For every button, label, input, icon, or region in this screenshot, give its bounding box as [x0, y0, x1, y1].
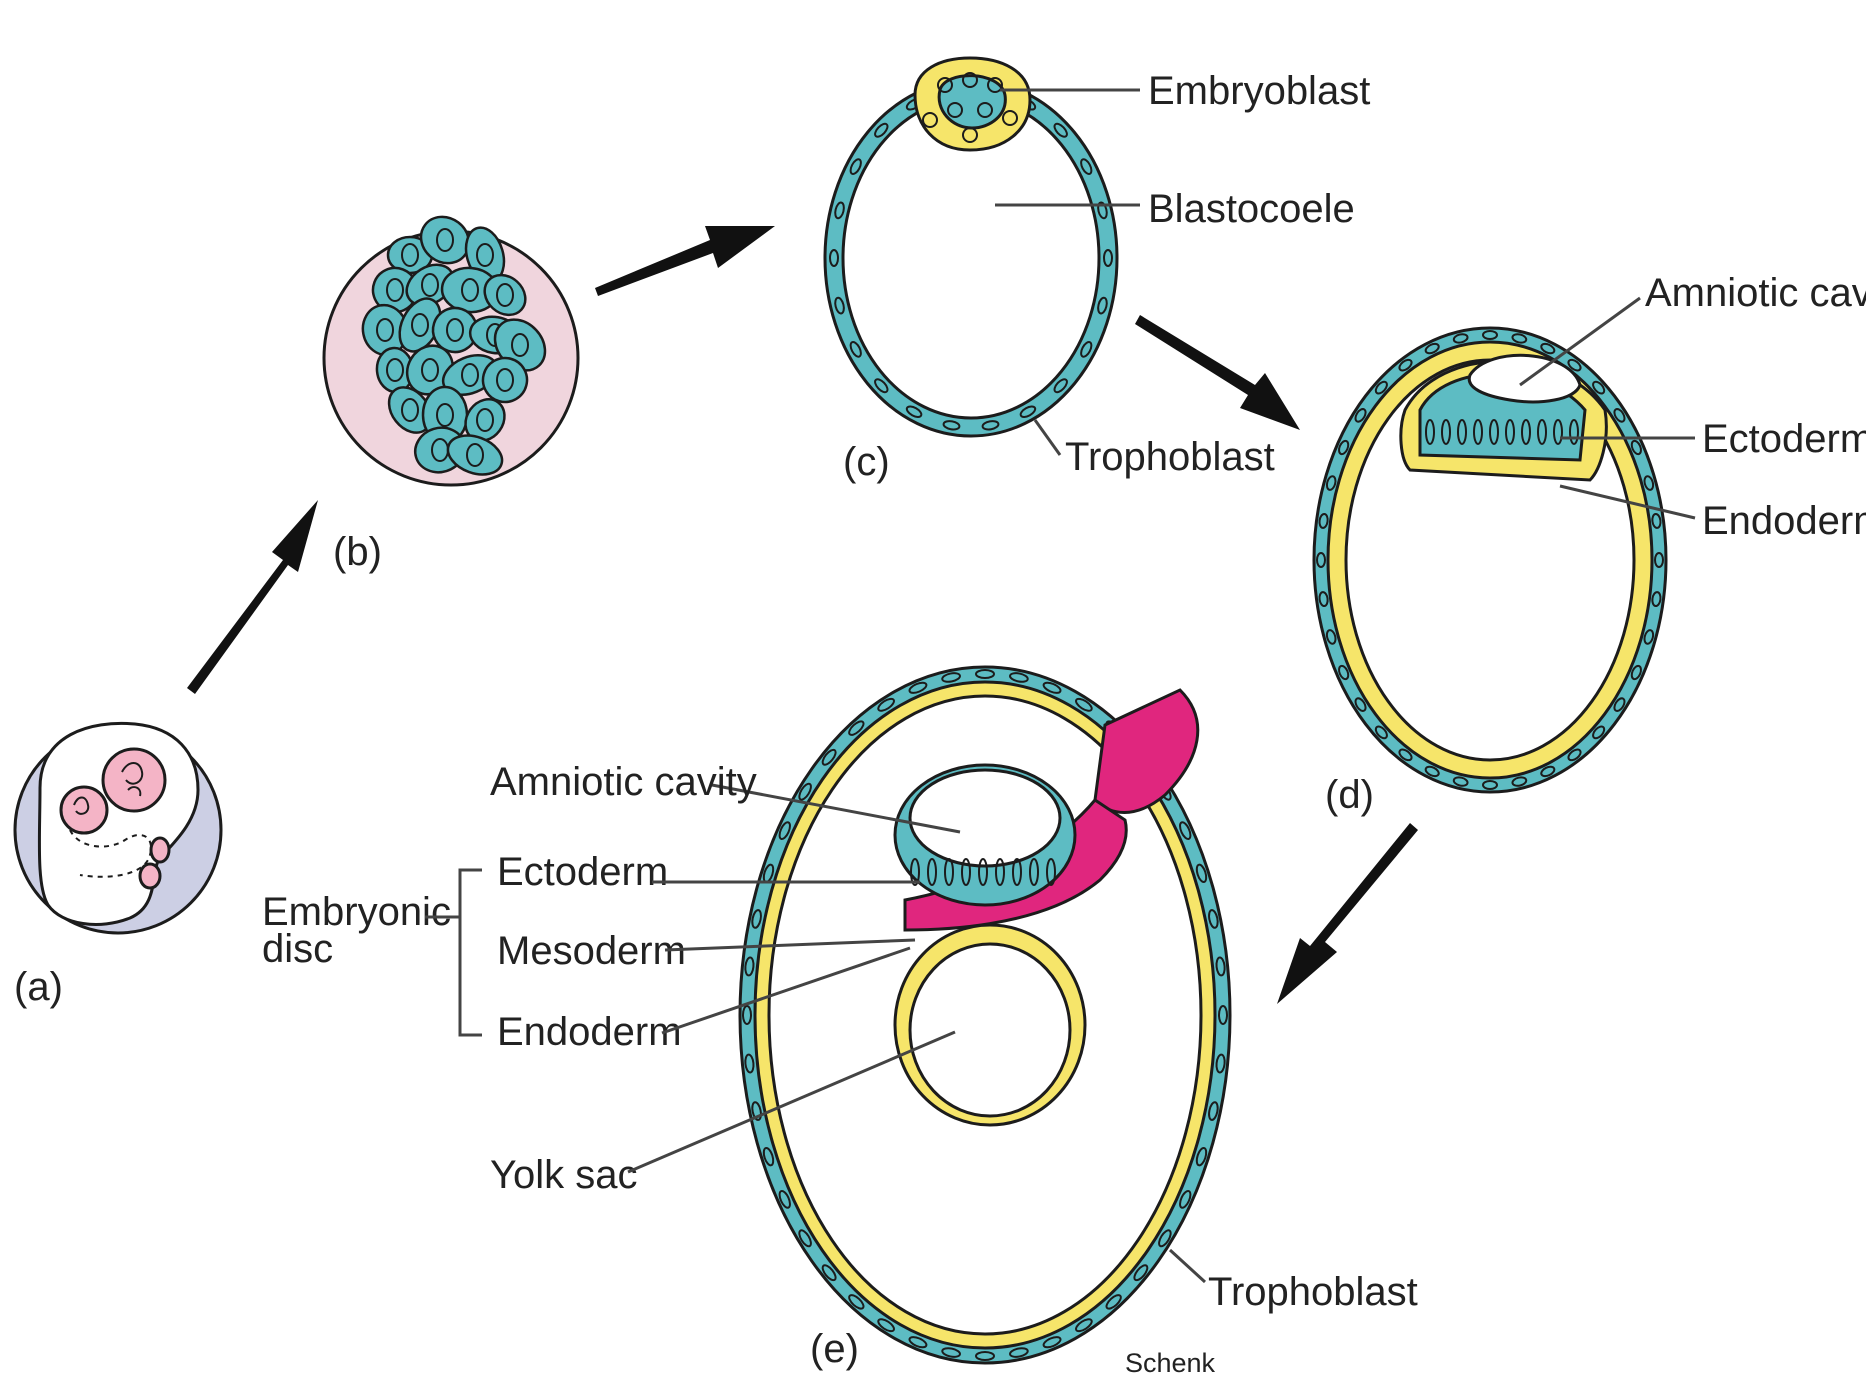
stage-d-bilaminar: (d) Amniotic cavity Ectoderm Endoderm [1314, 271, 1866, 817]
stage-d-label: (d) [1325, 773, 1374, 817]
stage-c-label: (c) [843, 440, 890, 484]
label-embryonic-disc-line2: disc [262, 927, 333, 971]
stage-a-zygote: (a) [14, 723, 221, 1009]
progression-arrow-icon [595, 226, 775, 296]
progression-arrow-icon [1277, 823, 1418, 1004]
stage-b-morula: (b) [324, 207, 578, 574]
label-trophoblast-e: Trophoblast [1208, 1270, 1418, 1314]
progression-arrow-icon [1135, 315, 1300, 430]
stage-a-label: (a) [14, 965, 63, 1009]
stage-e-trilaminar: (e) Schenk Amniotic cavity Embryonic dis… [262, 667, 1418, 1378]
label-mesoderm-e: Mesoderm [497, 929, 686, 973]
label-endoderm-d: Endoderm [1702, 499, 1866, 543]
label-trophoblast-c: Trophoblast [1065, 435, 1275, 479]
label-embryoblast: Embryoblast [1148, 69, 1370, 113]
pronucleus-female [61, 787, 107, 833]
label-ectoderm-e: Ectoderm [497, 850, 668, 894]
label-ectoderm-d: Ectoderm [1702, 417, 1866, 461]
polar-body [151, 838, 169, 862]
pronucleus-male [103, 749, 165, 811]
stage-b-label: (b) [333, 530, 382, 574]
label-amniotic-cavity-d: Amniotic cavity [1645, 271, 1866, 315]
label-yolk-sac: Yolk sac [490, 1153, 638, 1197]
label-amniotic-cavity-e: Amniotic cavity [490, 760, 757, 804]
connecting-stalk [1095, 690, 1198, 813]
stage-e-label: (e) [810, 1327, 859, 1371]
progression-arrow-icon [187, 500, 318, 694]
leader-trophoblast-e [1170, 1250, 1205, 1282]
label-blastocoele: Blastocoele [1148, 187, 1355, 231]
signature-text: Schenk [1125, 1348, 1216, 1378]
polar-body [140, 864, 160, 888]
leader-trophoblast-c [1035, 420, 1060, 455]
label-endoderm-e: Endoderm [497, 1010, 682, 1054]
